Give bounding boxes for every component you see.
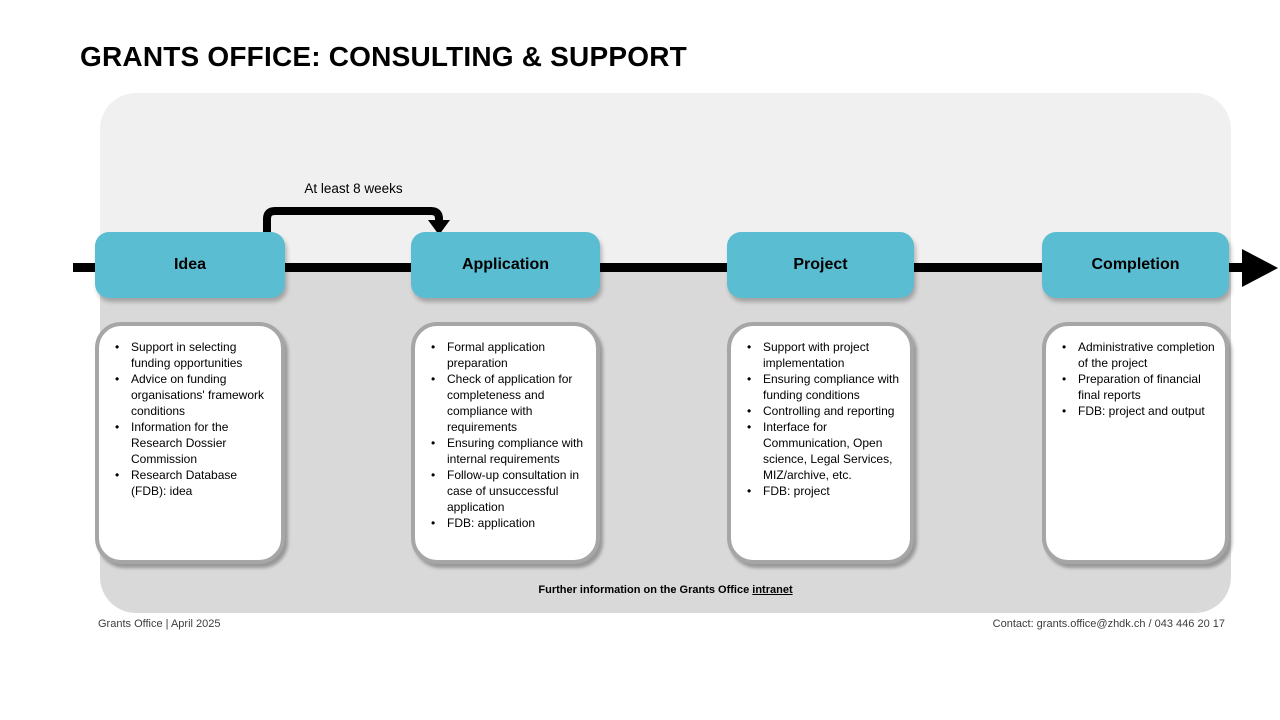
bullet-item: FDB: project and output [1056, 403, 1217, 419]
bullet-item: Ensuring compliance with funding conditi… [741, 371, 902, 403]
stage-detail-card: Formal application preparationCheck of a… [411, 322, 600, 564]
stage-box: Idea [95, 232, 285, 298]
page-title: GRANTS OFFICE: CONSULTING & SUPPORT [80, 40, 687, 72]
bullet-item: FDB: application [425, 515, 588, 531]
stage-label: Application [461, 256, 550, 273]
stage-column-completion: Completion Administrative completion of … [1042, 0, 1229, 720]
bullet-item: Preparation of financial final reports [1056, 371, 1217, 403]
gap-annotation: At least 8 weeks [304, 181, 403, 196]
band-note: Further information on the Grants Office… [100, 584, 1231, 596]
stage-bullet-list: Administrative completion of the project… [1056, 339, 1217, 419]
stage-bullet-list: Support with project implementationEnsur… [741, 339, 902, 499]
stage-box: Application [411, 232, 600, 298]
stage-label: Idea [173, 256, 206, 273]
bullet-item: Interface for Communication, Open scienc… [741, 419, 902, 483]
stage-detail-card: Support in selecting funding opportuniti… [95, 322, 285, 564]
bullet-item: Formal application preparation [425, 339, 588, 371]
bullet-item: Support in selecting funding opportuniti… [109, 339, 273, 371]
stage-column-application: Application Formal application preparati… [411, 0, 600, 720]
stage-label: Completion [1091, 256, 1180, 273]
bullet-item: Research Database (FDB): idea [109, 467, 273, 499]
stage-detail-card: Administrative completion of the project… [1042, 322, 1229, 564]
timeline-arrowhead-icon [1242, 249, 1278, 287]
timeline-arrow [73, 263, 1245, 272]
stage-column-idea: Idea Support in selecting funding opport… [95, 0, 285, 720]
footer-left: Grants Office | April 2025 [98, 618, 221, 630]
stage-column-project: Project Support with project implementat… [727, 0, 914, 720]
bullet-item: Advice on funding organisations' framewo… [109, 371, 273, 419]
stage-detail-card: Support with project implementationEnsur… [727, 322, 914, 564]
stage-box: Project [727, 232, 914, 298]
footer-right: Contact: grants.office@zhdk.ch / 043 446… [992, 618, 1225, 630]
bullet-item: Administrative completion of the project [1056, 339, 1217, 371]
bullet-item: Ensuring compliance with internal requir… [425, 435, 588, 467]
bullet-item: FDB: project [741, 483, 902, 499]
stage-box: Completion [1042, 232, 1229, 298]
bullet-item: Controlling and reporting [741, 403, 902, 419]
stage-bullet-list: Support in selecting funding opportuniti… [109, 339, 273, 499]
bullet-item: Follow-up consultation in case of unsucc… [425, 467, 588, 515]
stage-bullet-list: Formal application preparationCheck of a… [425, 339, 588, 531]
bullet-item: Check of application for completeness an… [425, 371, 588, 435]
band-note-text: Further information on the Grants Office [538, 584, 753, 596]
stage-label: Project [793, 256, 848, 273]
bullet-item: Support with project implementation [741, 339, 902, 371]
intranet-link[interactable]: intranet [752, 584, 793, 596]
bullet-item: Information for the Research Dossier Com… [109, 419, 273, 467]
